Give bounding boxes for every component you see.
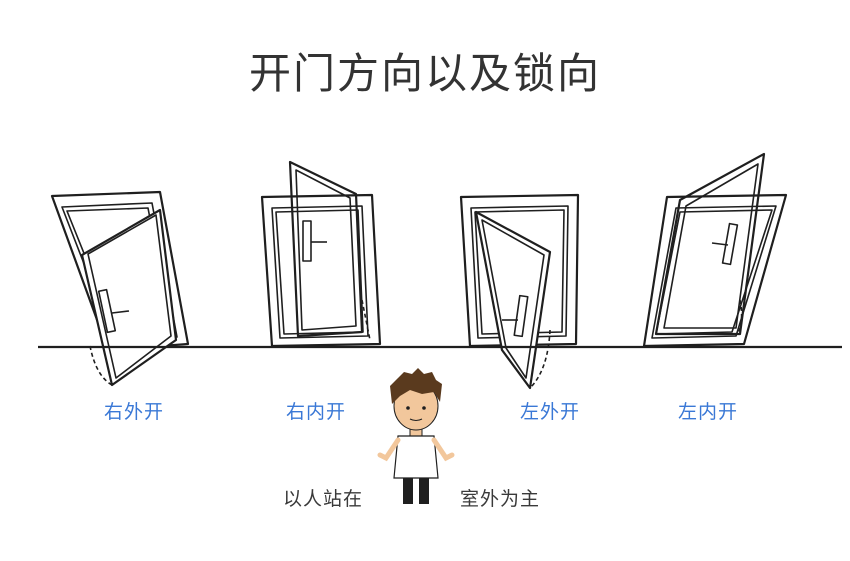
person-hair [390,368,442,404]
door-frame [260,193,382,348]
door-handle [711,222,739,266]
door-leaf [654,152,766,336]
caption-left: 以人站在 [283,488,364,510]
caption-right: 室外为主 [460,488,541,510]
person-right-leg [419,478,429,504]
door-left-outward [459,193,580,390]
door-right-outward [50,190,190,387]
person-left-leg [403,478,413,504]
door-leaf [474,210,552,390]
swing-arc [529,329,551,389]
swing-arc [737,299,743,335]
door-label-right-inward: 右内开 [285,401,346,423]
person-left-arm [377,437,401,462]
person-figure [377,368,455,504]
door-right-inward [260,160,382,348]
person-shirt [393,435,439,479]
door-handle [302,220,327,262]
door-leaf [288,160,364,338]
person-mouth [409,418,423,421]
door-label-left-inward: 左内开 [677,401,738,423]
swing-arc [89,345,113,386]
door-frame [642,193,788,348]
person-left-eye [406,406,410,410]
door-handle [97,288,130,334]
person-right-eye [422,406,426,410]
door-leaf [80,208,178,387]
door-handle [502,294,529,338]
door-left-inward [642,152,788,348]
person-right-arm [431,437,455,462]
door-label-right-outward: 右外开 [103,401,164,423]
door-label-left-outward: 左外开 [519,401,580,423]
page-title: 开门方向以及锁向 [248,49,601,98]
